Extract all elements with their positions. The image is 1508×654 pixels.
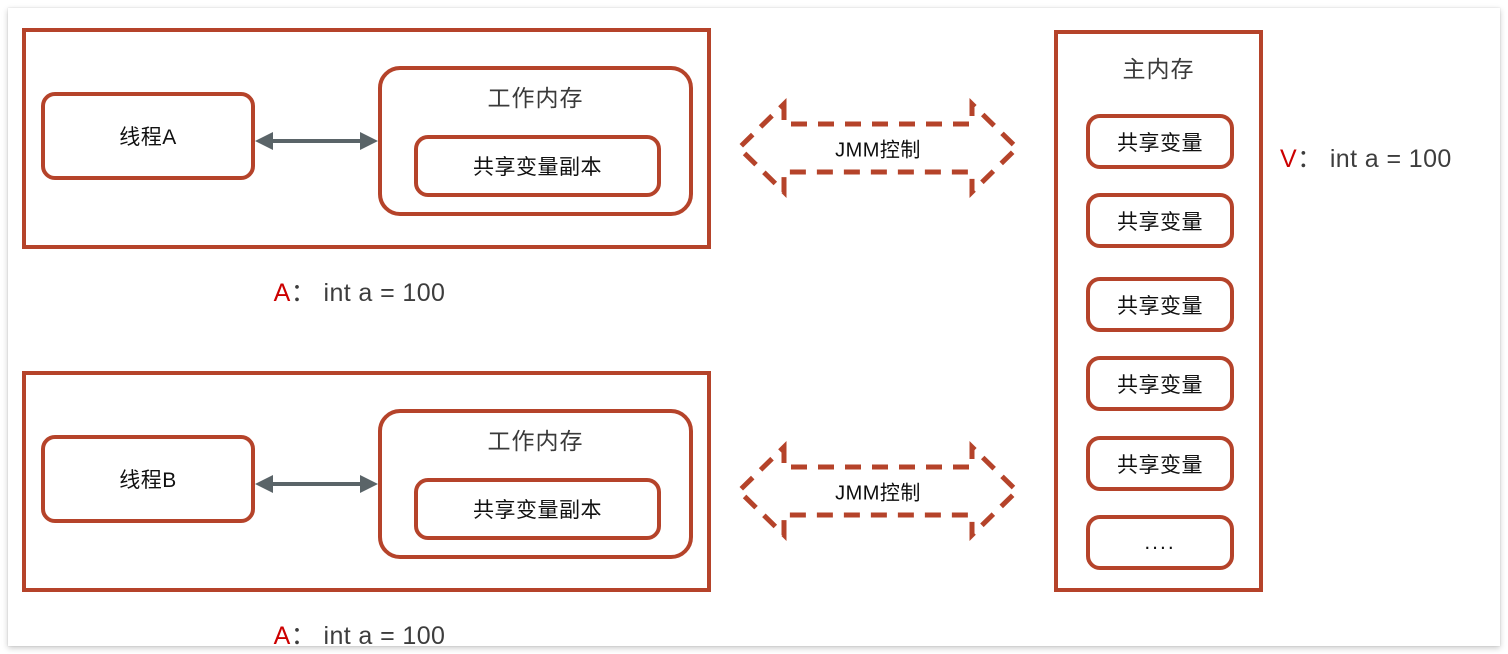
thread-b-working-memory-title: 工作内存 <box>487 428 584 454</box>
thread-b-shared-copy-box: 共享变量副本 <box>414 478 661 540</box>
thread-a-working-memory-title: 工作内存 <box>487 85 584 111</box>
jmm-arrow-bottom: JMM控制 <box>733 441 1023 541</box>
jmm-arrow-bottom-shape <box>735 441 1021 541</box>
jmm-arrow-top-shape <box>735 98 1021 198</box>
main-memory-item: 共享变量 <box>1086 356 1234 411</box>
jmm-arrow-bottom-label: JMM控制 <box>835 482 921 505</box>
thread-b-label: 线程B <box>119 469 177 492</box>
jmm-arrow-top: JMM控制 <box>733 98 1023 198</box>
main-memory-item-label: 共享变量 <box>1117 373 1203 397</box>
diagram-canvas: 线程A 工作内存 共享变量副本 A： int a = 100 线程B 工作内存 … <box>8 8 1500 650</box>
thread-a-label: 线程A <box>119 126 177 149</box>
thread-a-caption: A： int a = 100 <box>8 273 711 309</box>
main-memory-caption-code: int a = 100 <box>1329 145 1452 173</box>
thread-b-shared-copy-label: 共享变量副本 <box>473 499 602 522</box>
main-memory-item: 共享变量 <box>1086 436 1234 491</box>
jmm-arrow-top-label: JMM控制 <box>835 139 921 162</box>
thread-a-caption-separator: ： <box>290 279 317 307</box>
main-memory-item-label: 共享变量 <box>1117 210 1203 234</box>
main-memory-item-label: 共享变量 <box>1117 131 1203 155</box>
main-memory-caption-separator: ： <box>1297 145 1323 173</box>
main-memory-item-ellipsis: .... <box>1086 515 1234 570</box>
main-memory-item-label: 共享变量 <box>1117 294 1203 318</box>
thread-a-shared-copy-label: 共享变量副本 <box>473 156 602 179</box>
thread-a-working-memory: 工作内存 共享变量副本 <box>378 66 693 216</box>
main-memory-frame: 主内存 共享变量 共享变量 共享变量 共享变量 共享变量 .... <box>1054 30 1263 592</box>
thread-b-caption-var: A <box>273 622 291 650</box>
thread-b-working-memory: 工作内存 共享变量副本 <box>378 409 693 559</box>
main-memory-item: 共享变量 <box>1086 277 1234 332</box>
main-memory-item: 共享变量 <box>1086 114 1234 169</box>
thread-a-shared-copy-box: 共享变量副本 <box>414 135 661 197</box>
thread-b-caption-code: int a = 100 <box>323 622 446 650</box>
thread-b-box: 线程B <box>41 435 255 523</box>
thread-a-caption-var: A <box>273 279 291 307</box>
main-memory-title: 主内存 <box>1122 56 1195 82</box>
thread-b-caption-separator: ： <box>290 622 317 650</box>
thread-b-caption: A： int a = 100 <box>8 616 711 652</box>
main-memory-caption-var: V <box>1280 145 1298 173</box>
main-memory-item-label: 共享变量 <box>1117 453 1203 477</box>
main-memory-item: 共享变量 <box>1086 193 1234 248</box>
main-memory-item-label: .... <box>1144 530 1176 554</box>
thread-a-box: 线程A <box>41 92 255 180</box>
thread-a-caption-code: int a = 100 <box>323 279 446 307</box>
main-memory-caption: V： int a = 100 <box>1280 139 1452 175</box>
